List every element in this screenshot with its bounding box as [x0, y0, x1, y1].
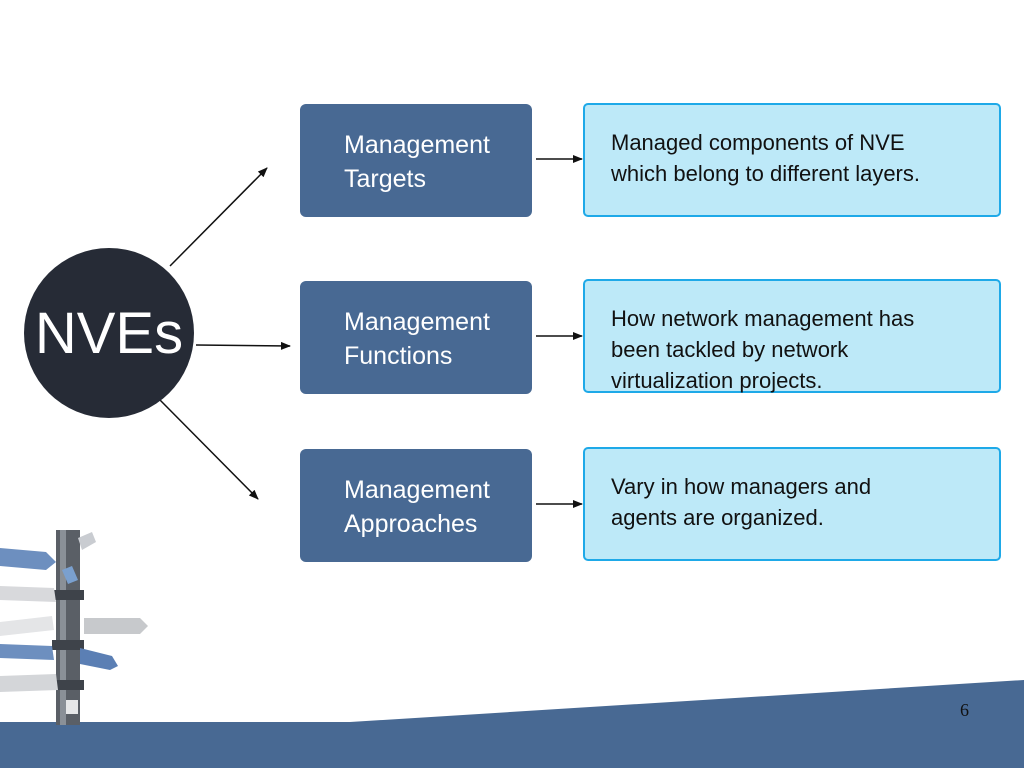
footer-band — [0, 680, 1024, 768]
node-label-line: Management — [344, 131, 490, 159]
description-line: Managed components of NVE — [611, 130, 905, 155]
node-management-approaches: Management Approaches — [300, 449, 532, 562]
description-line: virtualization projects. — [611, 368, 823, 393]
arrow-hub-to-functions — [195, 341, 291, 350]
node-label-line: Management — [344, 476, 490, 504]
hub-circle: NVEs — [24, 248, 194, 418]
signpost-icon — [0, 530, 148, 725]
description-line: been tackled by network — [611, 337, 849, 362]
node-label-line: Functions — [344, 342, 453, 370]
arrow-hub-to-targets — [169, 167, 268, 267]
description-functions: How network management has been tackled … — [583, 279, 1001, 393]
node-label-line: Approaches — [344, 510, 478, 538]
node-management-functions: Management Functions — [300, 281, 532, 394]
node-label-line: Targets — [344, 165, 426, 193]
node-label-line: Management — [344, 308, 490, 336]
arrow-hub-to-approaches — [159, 399, 259, 500]
description-line: How network management has — [611, 306, 915, 331]
hub-label: NVEs — [34, 300, 184, 366]
node-management-targets: Management Targets — [300, 104, 532, 217]
description-line: agents are organized. — [611, 505, 824, 530]
description-line: Vary in how managers and — [611, 474, 872, 499]
page-number: 6 — [960, 700, 969, 720]
description-line: which belong to different layers. — [611, 161, 920, 186]
description-targets: Managed components of NVE which belong t… — [583, 103, 1001, 217]
description-approaches: Vary in how managers and agents are orga… — [583, 447, 1001, 561]
